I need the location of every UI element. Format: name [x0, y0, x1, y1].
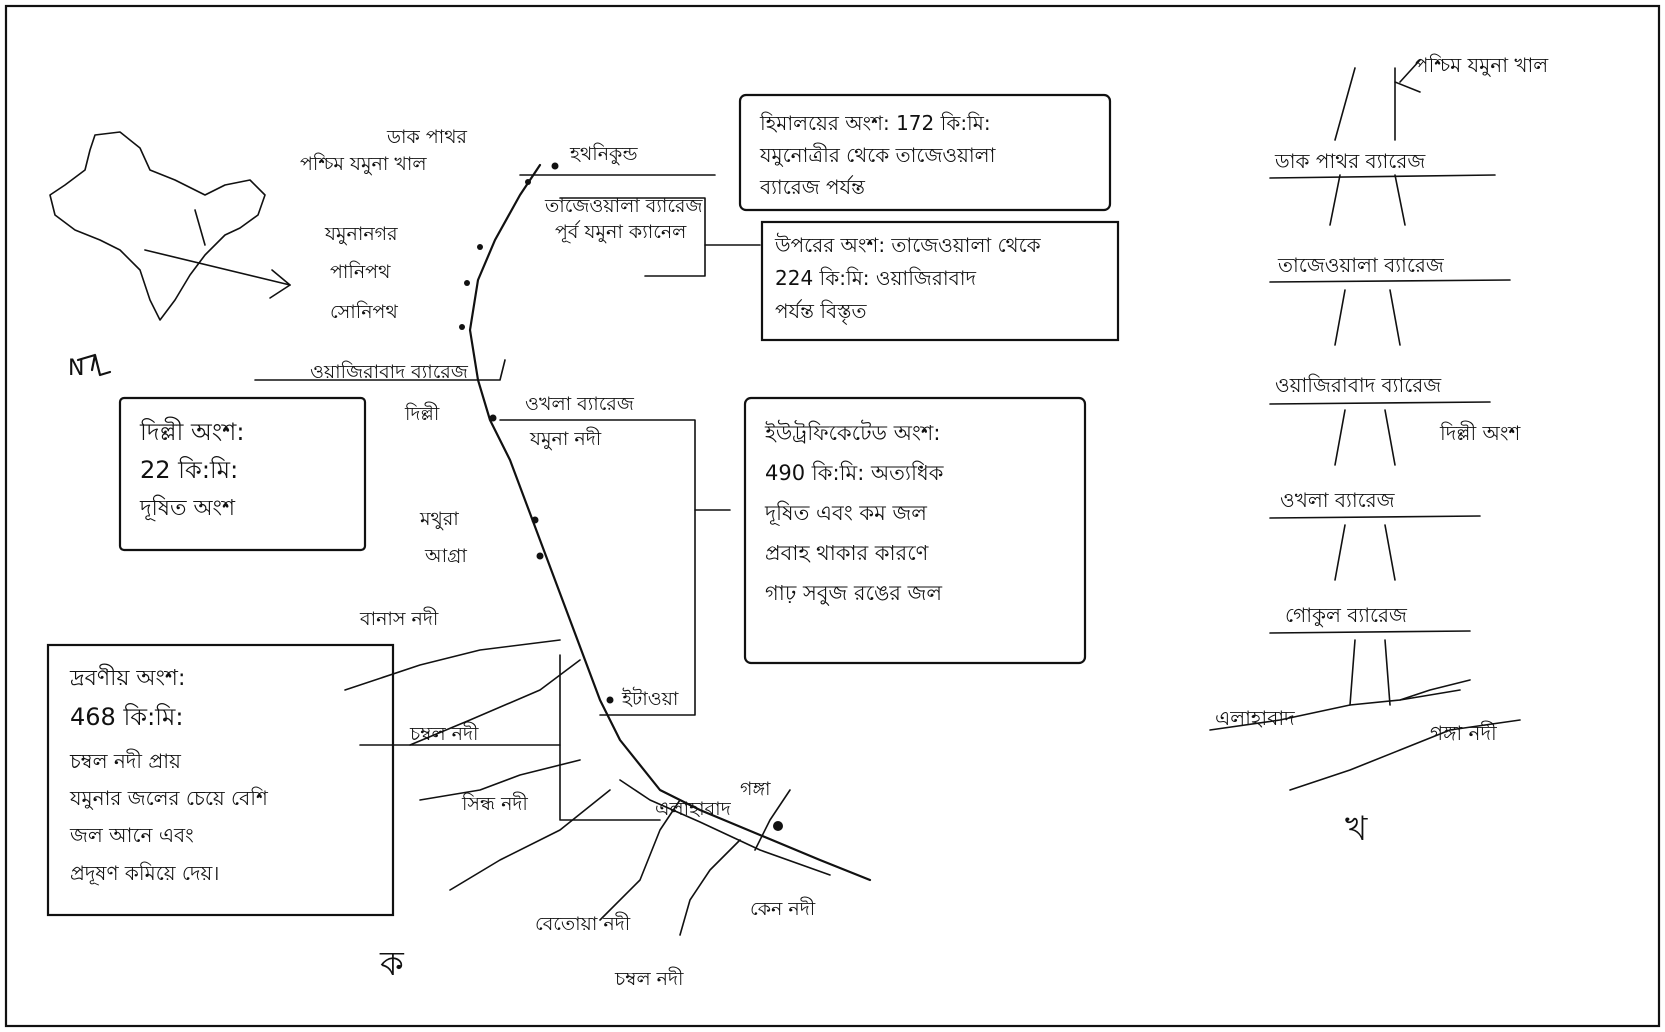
box-diluted-line-6: প্রদূষণ কমিয়ে দেয়। — [70, 861, 219, 885]
outer-border — [4, 4, 1661, 1028]
box-delhi-line-3: দূষিত অংশ — [139, 495, 236, 521]
box-himalayan-line-1: হিমালয়ের অংশ: 172 কি:মি: — [759, 111, 991, 135]
sketchb-label-okhla: ওখলা ব্যারেজ — [1280, 488, 1396, 512]
banas-river-line — [344, 639, 561, 691]
dak-pathar-barrage-line — [1269, 174, 1496, 179]
label-agra: আগ্রা — [424, 545, 467, 567]
box-eutrophic-line-3: দূষিত এবং কম জল — [764, 501, 927, 525]
label-dak-pathar-small: ডাক পাথর — [386, 126, 468, 148]
label-yamuna-river: যমুনা নদী — [529, 427, 602, 450]
sketchb-label-ganga: গঙ্গা নদী — [1430, 721, 1497, 745]
label-wazirabad: ওয়াজিরাবাদ ব্যারেজ — [310, 361, 469, 383]
label-ganga: গঙ্গা — [740, 778, 771, 800]
box-upper-line-1: উপরের অংশ: তাজেওয়ালা থেকে — [774, 233, 1042, 257]
box-himalayan-line-2: যমুনোত্রীর থেকে তাজেওয়ালা — [759, 143, 997, 167]
tajewala-barrage-line — [1269, 279, 1511, 283]
box-diluted-line-1: দ্রবণীয় অংশ: — [69, 664, 185, 691]
box-himalayan-line-3: ব্যারেজ পর্যন্ত — [759, 175, 866, 199]
label-east-yamuna-canal: পূর্ব যমুনা ক্যানেল — [555, 220, 687, 243]
sketchb-label-delhi-segment: দিল্লী অংশ — [1439, 421, 1521, 445]
label-chambal: চম্বল নদী — [409, 722, 479, 745]
box-upper-segment — [760, 220, 1120, 342]
allahabad-dot — [773, 821, 783, 831]
label-delhi: দিল্লী — [404, 402, 440, 425]
label-allahabad: এলাহাবাদ — [655, 798, 732, 820]
label-sindh: সিন্ধ নদী — [461, 792, 528, 815]
label-tajewala: তাজেওয়ালা ব্যারেজ — [544, 195, 703, 217]
box-delhi-line-1: দিল্লী অংশ: — [139, 417, 244, 446]
label-west-yamuna-canal: পশ্চিম যমুনা খাল — [300, 153, 427, 175]
panipat-dot — [464, 280, 470, 286]
label-etawah: ইটাওয়া — [621, 687, 679, 710]
label-panipat: পানিপথ — [330, 261, 391, 283]
sketchb-label-dak-pathar: ডাক পাথর ব্যারেজ — [1274, 149, 1426, 173]
box-diluted-line-2: 468 কি:মি: — [70, 703, 183, 731]
sketch-a-letter: ক — [379, 944, 405, 984]
box-eutrophic-segment — [743, 396, 1087, 665]
box-upper-line-2: 224 কি:মি: ওয়াজিরাবাদ — [775, 266, 977, 290]
label-chambal-lower: চম্বল নদী — [614, 967, 684, 990]
allahabad-river-line — [1209, 689, 1461, 731]
betwa-river-line — [599, 799, 681, 921]
box-diluted-line-3: চম্বল নদী প্রায় — [69, 749, 182, 773]
yamunanagar-dot — [477, 244, 483, 250]
box-eutrophic-line-5: গাঢ় সবুজ রঙের জল — [765, 581, 942, 605]
etawah-dot — [606, 696, 614, 704]
sonipat-dot — [459, 324, 465, 330]
sketchb-label-allahabad: এলাহাবাদ — [1215, 706, 1295, 730]
ken-river-line — [679, 839, 741, 936]
diluted-bracket — [559, 654, 661, 821]
box-delhi-segment — [118, 396, 367, 552]
north-marker-text: N — [68, 356, 84, 381]
label-okhla: ওখলা ব্যারেজ — [525, 393, 635, 415]
yamuna-river-line — [468, 163, 872, 882]
wazirabad-barrage-line — [1269, 401, 1491, 405]
sketch-b-letter: খ — [1345, 809, 1368, 849]
box-diluted-segment — [46, 643, 395, 917]
box-delhi-line-2: 22 কি:মি: — [140, 456, 238, 484]
delhi-dot — [489, 414, 497, 422]
box-eutrophic-line-4: প্রবাহ থাকার কারণে — [765, 541, 929, 565]
ganga-lower-line — [1289, 719, 1521, 791]
box-diluted-line-4: যমুনার জলের চেয়ে বেশি — [69, 786, 269, 810]
sketchb-label-gokul: গোকুল ব্যারেজ — [1285, 603, 1408, 627]
north-arrow-icon — [76, 353, 112, 377]
box-upper-line-3: পর্যন্ত বিস্তৃত — [775, 299, 867, 324]
box-eutrophic-line-1: ইউট্রফিকেটেড অংশ: — [764, 420, 940, 445]
box-himalayan-segment — [738, 93, 1112, 212]
sketchb-label-tajewala: তাজেওয়ালা ব্যারেজ — [1277, 253, 1445, 277]
sindh-lower-line — [449, 789, 611, 891]
label-yamunanagar: যমুনানগর — [324, 223, 398, 245]
label-hathnikund: হথনিকুন্ড — [569, 143, 638, 165]
eutrophic-bracket — [499, 419, 696, 716]
india-map-outline — [49, 131, 266, 321]
gokul-barrage-line — [1269, 630, 1471, 634]
box-diluted-line-5: জল আনে এবং — [69, 823, 194, 847]
label-ken: কেন নদী — [750, 897, 816, 920]
box-eutrophic-line-2: 490 কি:মি: অত্যধিক — [765, 461, 944, 485]
label-betwa: বেতোয়া নদী — [535, 912, 631, 935]
sketchb-label-top: পশ্চিম যমুনা খাল — [1415, 53, 1549, 77]
label-mathura: মথুরা — [419, 508, 459, 530]
label-banas: বানাস নদী — [359, 607, 439, 630]
okhla-barrage-line — [1269, 515, 1481, 519]
sindh-river-line — [419, 759, 581, 801]
label-sonipat: সোনিপথ — [330, 301, 398, 323]
agra-dot — [536, 552, 544, 560]
map-pointer-arrow — [144, 249, 291, 286]
sketchb-label-wazirabad: ওয়াজিরাবাদ ব্যারেজ — [1275, 373, 1442, 397]
mathura-dot — [531, 516, 539, 524]
channel-top-left — [1334, 67, 1356, 141]
